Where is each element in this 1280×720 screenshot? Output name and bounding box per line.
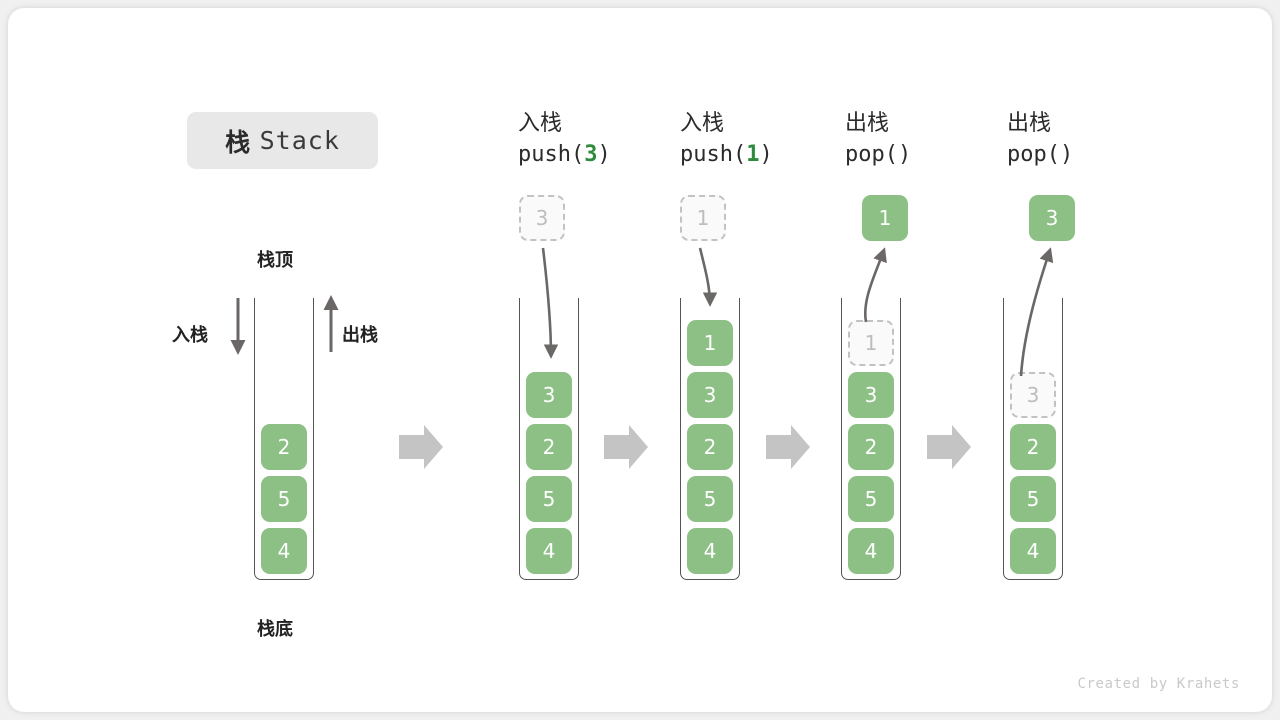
stack-cell: 4 <box>526 528 572 574</box>
popped-value-box: 3 <box>1029 195 1075 241</box>
label-stack-bottom: 栈底 <box>257 619 293 639</box>
stage-label-push-1: 入栈 push(1) <box>680 108 773 172</box>
stage-label-pop-1: 出栈 pop() <box>845 108 911 172</box>
code-suffix: ) <box>1059 142 1074 167</box>
stage-op-cn: 入栈 <box>518 110 563 135</box>
stack-cell: 5 <box>261 476 307 522</box>
stage-op-code: push(1) <box>680 138 773 172</box>
stack-cell: 2 <box>1010 424 1056 470</box>
stack-cell: 2 <box>687 424 733 470</box>
stack-cell: 4 <box>848 528 894 574</box>
diagram-title-chip: 栈 Stack <box>187 112 378 169</box>
stage-label-push-3: 入栈 push(3) <box>518 108 611 172</box>
stack-cell: 2 <box>261 424 307 470</box>
label-pop-side: 出栈 <box>342 325 378 345</box>
code-suffix: ) <box>897 142 912 167</box>
label-push-side: 入栈 <box>172 325 208 345</box>
incoming-value-box: 3 <box>519 195 565 241</box>
stack-frame <box>1003 298 1063 580</box>
stage-label-pop-3: 出栈 pop() <box>1007 108 1073 172</box>
stack-cell-ghost: 3 <box>1010 372 1056 418</box>
stage-op-code: pop() <box>845 138 911 172</box>
stage-op-cn: 入栈 <box>680 110 725 135</box>
code-prefix: pop( <box>1007 142 1060 167</box>
stack-cell-ghost: 1 <box>848 320 894 366</box>
stack-cell: 4 <box>261 528 307 574</box>
stack-cell: 3 <box>687 372 733 418</box>
stack-cell: 4 <box>1010 528 1056 574</box>
stack-cell: 5 <box>526 476 572 522</box>
stack-frame <box>519 298 579 580</box>
label-stack-top: 栈顶 <box>257 250 293 270</box>
stack-cell: 2 <box>526 424 572 470</box>
code-suffix: ) <box>759 142 773 167</box>
stage-op-code: push(3) <box>518 138 611 172</box>
stack-cell: 2 <box>848 424 894 470</box>
title-en: Stack <box>259 126 340 155</box>
stack-cell: 3 <box>848 372 894 418</box>
popped-value-box: 1 <box>862 195 908 241</box>
code-prefix: pop( <box>845 142 898 167</box>
code-prefix: push( <box>680 142 747 167</box>
stack-frame <box>680 298 740 580</box>
stage-op-code: pop() <box>1007 138 1073 172</box>
footer-credit: Created by Krahets <box>1077 676 1240 692</box>
stack-cell: 5 <box>687 476 733 522</box>
code-prefix: push( <box>518 142 585 167</box>
stack-frame <box>841 298 901 580</box>
stage-op-cn: 出栈 <box>845 110 890 135</box>
code-arg: 1 <box>746 142 760 167</box>
stage-op-cn: 出栈 <box>1007 110 1052 135</box>
stack-frame <box>254 298 314 580</box>
title-cn: 栈 <box>225 128 251 157</box>
stack-cell: 4 <box>687 528 733 574</box>
stack-cell: 5 <box>1010 476 1056 522</box>
stack-cell: 3 <box>526 372 572 418</box>
code-suffix: ) <box>597 142 611 167</box>
code-arg: 3 <box>584 142 598 167</box>
stack-cell: 1 <box>687 320 733 366</box>
incoming-value-box: 1 <box>680 195 726 241</box>
stack-cell: 5 <box>848 476 894 522</box>
